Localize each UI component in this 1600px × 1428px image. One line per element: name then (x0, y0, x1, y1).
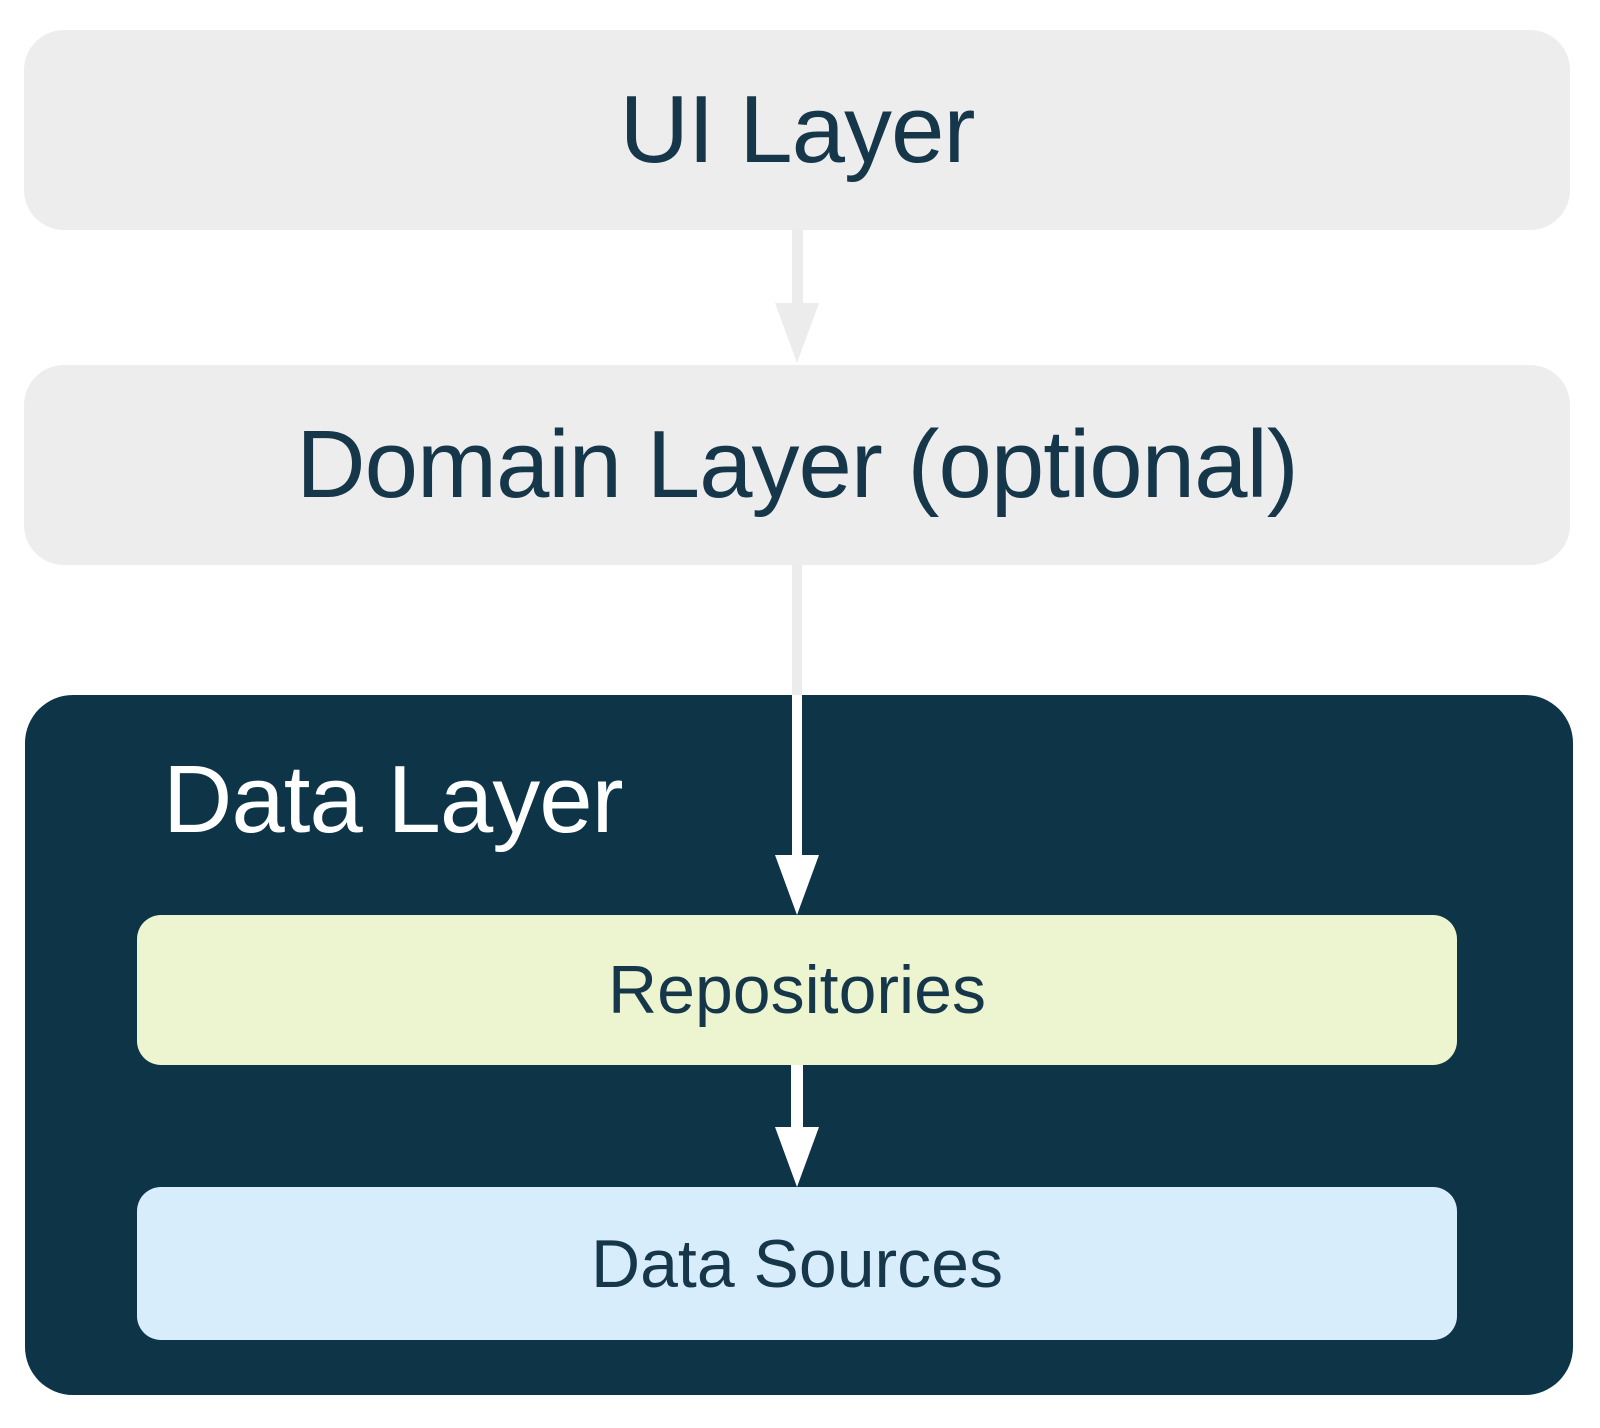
arrow-domain-to-repositories-head (775, 855, 819, 915)
repositories-box: Repositories (137, 915, 1457, 1065)
arrow-domain-to-repositories-stem-inner (792, 695, 802, 857)
repositories-label: Repositories (608, 952, 986, 1028)
data-layer-label: Data Layer (163, 746, 624, 853)
data-sources-label: Data Sources (591, 1225, 1003, 1302)
ui-layer-label: UI Layer (619, 76, 976, 183)
arrow-domain-to-repositories-stem-outer (792, 565, 802, 695)
arrow-repositories-to-datasources-head (775, 1127, 819, 1187)
arrow-ui-to-domain-stem (792, 230, 803, 304)
domain-layer-box: Domain Layer (optional) (24, 365, 1570, 565)
arrow-repositories-to-datasources-stem (791, 1065, 803, 1129)
data-sources-box: Data Sources (137, 1187, 1457, 1340)
ui-layer-box: UI Layer (24, 30, 1570, 230)
domain-layer-label: Domain Layer (optional) (296, 411, 1298, 518)
arrow-ui-to-domain-head (775, 303, 819, 363)
